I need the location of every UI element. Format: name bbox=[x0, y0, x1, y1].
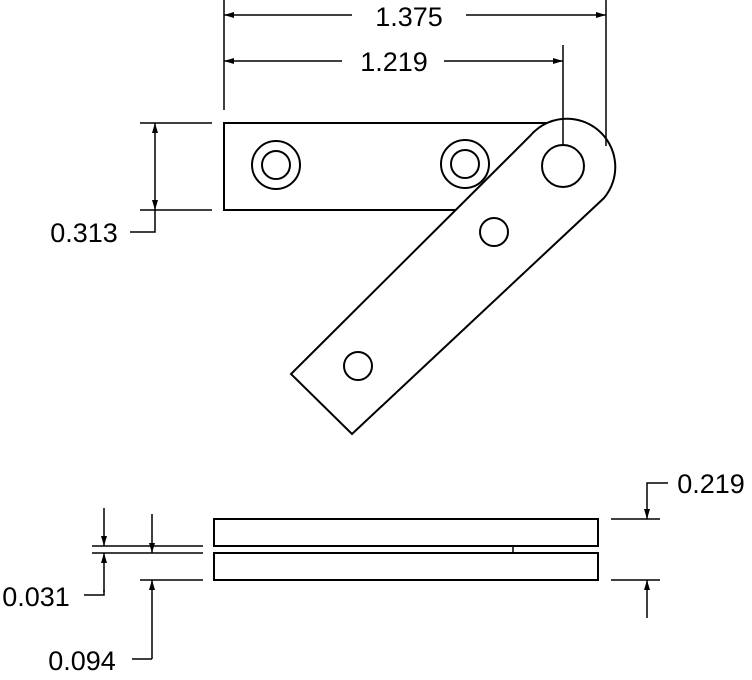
rotated-leaf-hole-upper bbox=[479, 217, 509, 247]
dim-leaf-width: 0.313 bbox=[50, 123, 158, 248]
side-leaf-top bbox=[213, 518, 599, 547]
rotated-leaf bbox=[289, 117, 617, 436]
dim-label-total-thickness: 0.219 bbox=[677, 469, 745, 499]
countersunk-hole-left bbox=[251, 140, 301, 190]
dim-total-thickness: 0.219 bbox=[644, 469, 745, 618]
side-leaf-bottom bbox=[213, 552, 599, 581]
side-view: 0.219 0.031 0.094 bbox=[2, 469, 745, 676]
dim-gap: 0.031 bbox=[2, 508, 107, 612]
dim-label-leaf-thickness: 0.094 bbox=[48, 646, 116, 676]
dim-label-leaf-width: 0.313 bbox=[50, 218, 118, 248]
top-view: 1.375 1.219 0.313 bbox=[50, 0, 617, 436]
countersunk-hole-middle bbox=[440, 139, 490, 189]
dim-overall-length: 1.375 bbox=[224, 2, 606, 32]
dim-label-overall-length: 1.375 bbox=[375, 2, 443, 32]
dim-pivot-length: 1.219 bbox=[224, 47, 563, 77]
dim-label-pivot-length: 1.219 bbox=[360, 47, 428, 77]
dim-leaf-thickness: 0.094 bbox=[48, 514, 155, 676]
rotated-leaf-hole-lower bbox=[343, 351, 373, 381]
dim-label-gap: 0.031 bbox=[2, 582, 70, 612]
